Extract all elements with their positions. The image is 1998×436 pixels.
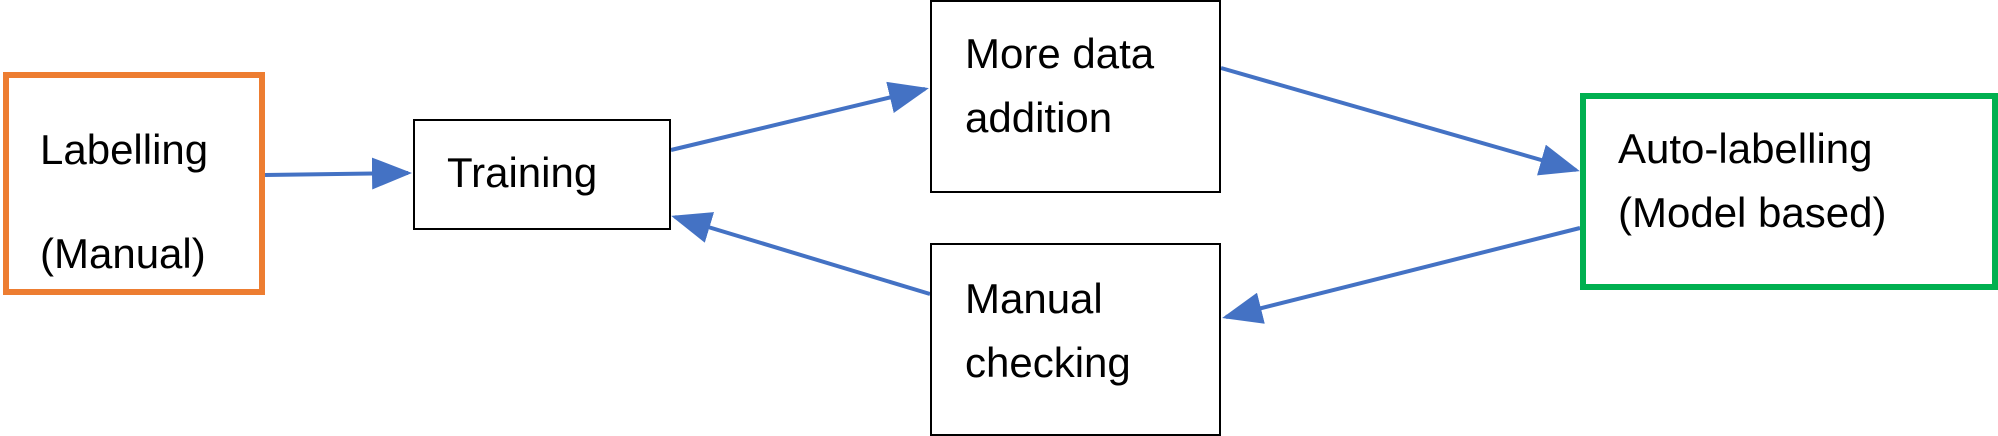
node-label-line: (Manual) — [40, 230, 206, 277]
node-label-line: Manual — [965, 275, 1103, 322]
arrow-training-to-more-data — [670, 81, 929, 152]
node-label-line: checking — [965, 339, 1131, 386]
node-more-data-addition: More data addition — [930, 0, 1221, 193]
node-label-line: Training — [447, 149, 598, 196]
node-label-line: (Model based) — [1618, 189, 1887, 236]
node-label-line: Auto-labelling — [1618, 125, 1873, 172]
node-auto-labelling: Auto-labelling (Model based) — [1580, 93, 1998, 290]
node-label-line: More data — [965, 30, 1155, 77]
node-labelling-manual: Labelling (Manual) — [3, 72, 265, 295]
arrow-autolabel-to-manual-check — [1222, 226, 1581, 324]
arrow-more-data-to-autolabel — [1220, 66, 1580, 176]
node-training: Training — [413, 119, 671, 230]
node-label-line: Labelling — [40, 126, 209, 173]
node-manual-checking: Manual checking — [930, 243, 1221, 436]
arrow-labelling-to-training — [264, 157, 412, 190]
arrow-manual-check-to-training — [671, 212, 931, 296]
node-label-line: addition — [965, 94, 1113, 141]
